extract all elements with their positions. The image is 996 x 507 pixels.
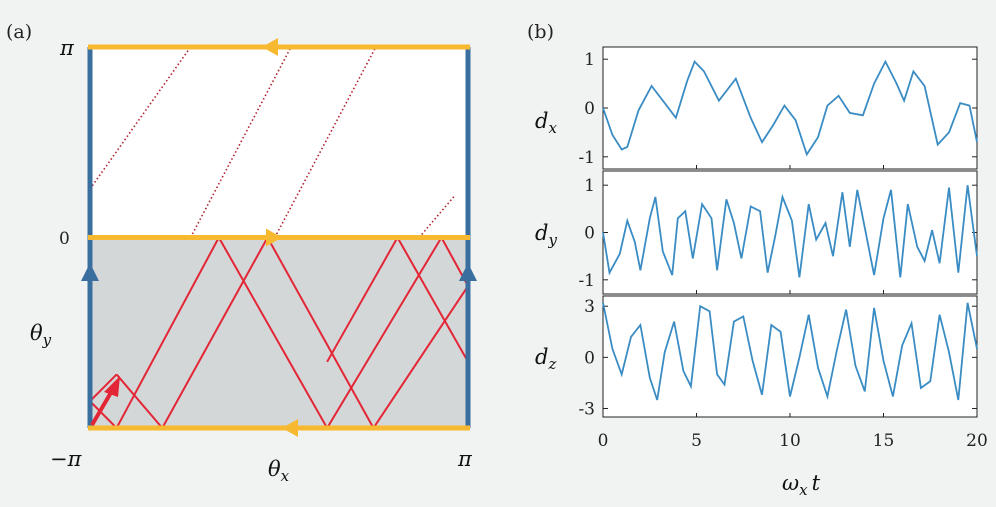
shaded-region <box>90 237 468 428</box>
subplot-dy-frame <box>602 170 978 295</box>
ytick-label: -1 <box>578 271 595 291</box>
ytick-label: 1 <box>584 176 595 196</box>
dz-series-line <box>602 302 978 401</box>
ytick-label: 0 <box>584 224 595 244</box>
panel-b-xticks: 0 5 10 15 20 <box>598 431 988 451</box>
xtick-label: 10 <box>779 431 801 451</box>
xtick-label: 15 <box>873 431 895 451</box>
subplot-dx-frame <box>602 46 978 170</box>
trajectory-segment-3 <box>115 373 164 428</box>
trajectory-segment-4 <box>161 237 269 428</box>
subplot-dz-ylabel: dz <box>535 345 556 373</box>
subplot-dy-yticks: -1 0 1 <box>578 176 978 294</box>
ytick-label: 0 <box>584 99 595 119</box>
subplot-dz-frame <box>602 295 978 418</box>
trajectory-segment-5 <box>217 237 328 428</box>
ytick-label: 3 <box>584 297 595 317</box>
subplot-dz: -3 0 3 dz <box>535 295 978 419</box>
ytick-label: -3 <box>578 399 595 419</box>
trajectory-segment-1 <box>90 373 118 402</box>
xtick-label: 5 <box>691 431 702 451</box>
trajectory-segment-2 <box>115 237 220 428</box>
panel-b-letter: (b) <box>527 21 554 43</box>
subplot-dy: -1 0 1 dy <box>535 170 978 295</box>
ytick-label: 0 <box>584 348 595 368</box>
trajectory-segment-0 <box>90 400 118 428</box>
x-axis-label: θx <box>268 457 290 485</box>
subplot-dx-ylabel: dx <box>535 109 557 137</box>
xtick-label: 20 <box>966 431 988 451</box>
xtick-label: 0 <box>598 431 609 451</box>
y-tick-zero: 0 <box>59 229 70 249</box>
trajectory-segment-6 <box>266 237 375 428</box>
trajectory-start-arrow-head <box>104 376 120 397</box>
subplot-dx: -1 0 1 dx <box>535 46 978 170</box>
y-axis-label: θy <box>30 321 52 349</box>
subplot-dz-yticks: -3 0 3 <box>578 297 978 419</box>
y-tick-pi: π <box>59 36 75 60</box>
dy-series-line <box>602 185 978 278</box>
trajectory-start-arrow-shaft <box>90 387 115 427</box>
panel-a-letter: (a) <box>6 21 32 43</box>
panel-a-phase-diagram: (a) π 0 −π π θx θy <box>6 21 477 485</box>
dotted-trajectories <box>90 47 456 239</box>
ytick-label: 1 <box>584 50 595 70</box>
right-edge-arrow-up <box>459 263 477 281</box>
left-edge-arrow-up <box>81 263 99 281</box>
top-edge-arrow-left <box>262 38 278 56</box>
ytick-label: -1 <box>578 148 595 168</box>
subplot-dy-ylabel: dy <box>535 221 557 249</box>
middle-edge-arrow-right <box>266 228 282 247</box>
bottom-edge-arrow-left <box>282 419 298 437</box>
trajectory-segment-10 <box>396 237 468 363</box>
subplot-dx-yticks: -1 0 1 <box>578 50 978 169</box>
trajectory-segment-8 <box>372 285 468 428</box>
dotted-trajectory-0 <box>90 47 192 190</box>
trajectory-segment-11 <box>326 237 399 363</box>
dotted-trajectory-3 <box>418 194 456 239</box>
dx-series-line <box>602 59 978 157</box>
x-tick-pi: π <box>457 447 473 471</box>
y-tick-minus-pi: −π <box>50 447 83 471</box>
trajectory-segment-7 <box>326 236 443 428</box>
